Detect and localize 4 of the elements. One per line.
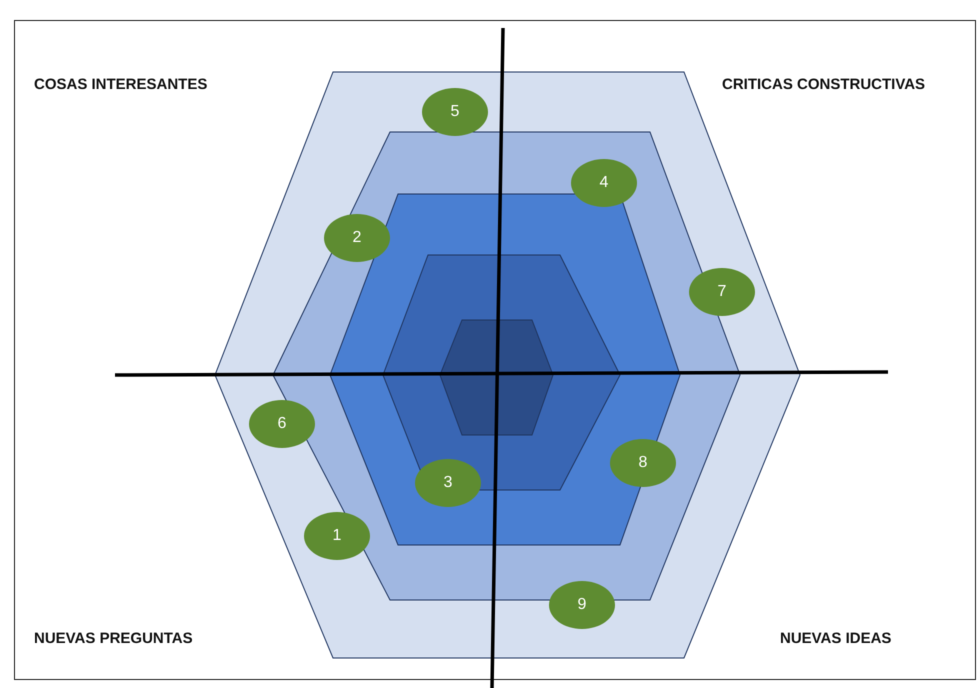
quadrant-label: CRITICAS CONSTRUCTIVAS — [722, 76, 926, 93]
quadrant-label: COSAS INTERESANTES — [34, 76, 208, 93]
quadrant-label: NUEVAS IDEAS — [780, 630, 892, 647]
quadrant-label: NUEVAS PREGUNTAS — [34, 630, 193, 647]
